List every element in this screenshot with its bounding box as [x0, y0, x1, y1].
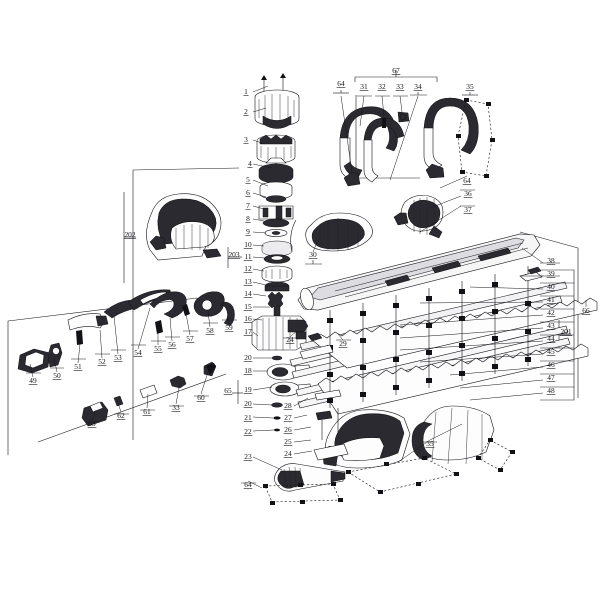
callout-label-50: 50 — [53, 371, 61, 380]
callout-label-17: 17 — [244, 327, 252, 336]
callout-label-55: 55 — [154, 344, 162, 353]
leader-lines — [26, 85, 587, 489]
callout-label-58: 58 — [206, 326, 214, 335]
callout-label-1: 1 — [244, 87, 248, 96]
callout-label-36: 36 — [464, 189, 472, 198]
callout-label-20: 20 — [244, 353, 252, 362]
callout-label-60: 60 — [197, 393, 205, 402]
callout-label-62: 62 — [117, 411, 125, 420]
blade-teeth-row-upper — [311, 297, 598, 369]
callout-label-26: 26 — [284, 425, 292, 434]
callout-label-10: 10 — [244, 240, 252, 249]
callout-label-64: 64 — [337, 79, 345, 88]
callout-label-16: 16 — [244, 314, 252, 323]
callout-label-29: 29 — [339, 339, 347, 348]
callout-label-57: 57 — [186, 334, 194, 343]
callout-label-7: 7 — [246, 201, 250, 210]
callout-label-13: 13 — [244, 277, 252, 286]
callout-label-203: 203 — [228, 250, 239, 259]
callout-label-54: 54 — [134, 348, 142, 357]
callout-label-37: 37 — [464, 205, 472, 214]
callout-label-23: 23 — [244, 452, 252, 461]
blade-teeth-row-lower — [317, 343, 589, 415]
callout-label-24: 24 — [284, 449, 292, 458]
callout-label-61: 61 — [143, 407, 151, 416]
lower-housing-shells — [263, 405, 515, 505]
callout-label-51: 51 — [74, 362, 82, 371]
callout-label-41: 41 — [547, 295, 555, 304]
callout-label-45: 45 — [547, 347, 555, 356]
callout-label-30: 30 — [309, 250, 317, 259]
callout-label-2: 2 — [244, 107, 248, 116]
callout-label-25: 25 — [284, 437, 292, 446]
callout-label-18: 18 — [244, 366, 252, 375]
callout-label-14: 14 — [244, 289, 252, 298]
left-small-parts — [17, 289, 235, 374]
callout-label-27: 27 — [284, 413, 292, 422]
callout-label-11: 11 — [244, 252, 251, 261]
callout-label-42: 42 — [547, 308, 555, 317]
callout-label-34: 34 — [414, 82, 422, 91]
callout-label-64: 64 — [244, 480, 252, 489]
callout-label-24: 24 — [286, 335, 294, 344]
callout-label-43: 43 — [547, 321, 555, 330]
callout-label-39: 39 — [547, 269, 555, 278]
callout-label-66: 66 — [582, 306, 590, 315]
motor-stack-assembly — [251, 73, 346, 492]
callout-label-49: 49 — [29, 376, 37, 385]
callout-label-53: 53 — [114, 353, 122, 362]
callout-label-65: 65 — [224, 386, 232, 395]
callout-label-47: 47 — [547, 373, 555, 382]
callout-label-15: 15 — [244, 302, 252, 311]
callout-label-32: 32 — [378, 82, 386, 91]
callout-label-38: 38 — [547, 256, 555, 265]
callout-label-46: 46 — [547, 360, 555, 369]
cable-harness-group — [37, 361, 227, 443]
callout-label-6: 6 — [246, 188, 250, 197]
callout-label-56: 56 — [168, 340, 176, 349]
callout-label-31: 31 — [360, 82, 368, 91]
callout-label-40: 40 — [547, 282, 555, 291]
rear-handle-housing — [146, 193, 222, 261]
callout-label-20: 20 — [244, 399, 252, 408]
callout-label-59: 59 — [225, 323, 233, 332]
callout-label-44: 44 — [547, 334, 555, 343]
callout-label-8: 8 — [246, 214, 250, 223]
linkage-parts — [313, 389, 349, 461]
callout-label-48: 48 — [547, 386, 555, 395]
callout-labels: 1234567891011121314151617201819202122232… — [28, 66, 591, 489]
callout-label-33: 33 — [396, 82, 404, 91]
callout-label-52: 52 — [98, 357, 106, 366]
callout-label-201: 201 — [560, 327, 571, 336]
callout-label-5: 5 — [246, 175, 250, 184]
callout-label-35: 35 — [426, 439, 434, 448]
callout-label-21: 21 — [244, 413, 252, 422]
callout-label-12: 12 — [244, 264, 252, 273]
callout-label-22: 22 — [244, 427, 252, 436]
callout-label-28: 28 — [284, 401, 292, 410]
callout-label-9: 9 — [246, 227, 250, 236]
switch-and-fan-parts — [290, 194, 444, 253]
callout-label-3: 3 — [244, 135, 248, 144]
callout-label-64: 64 — [463, 176, 471, 185]
callout-label-4: 4 — [248, 159, 252, 168]
callout-label-19: 19 — [244, 385, 252, 394]
callout-label-67: 67 — [392, 66, 400, 75]
front-handle-bars — [339, 97, 495, 187]
callout-label-35: 35 — [466, 82, 474, 91]
callout-label-33: 33 — [172, 403, 180, 412]
callout-label-202: 202 — [124, 230, 135, 239]
callout-label-63: 63 — [88, 419, 96, 428]
